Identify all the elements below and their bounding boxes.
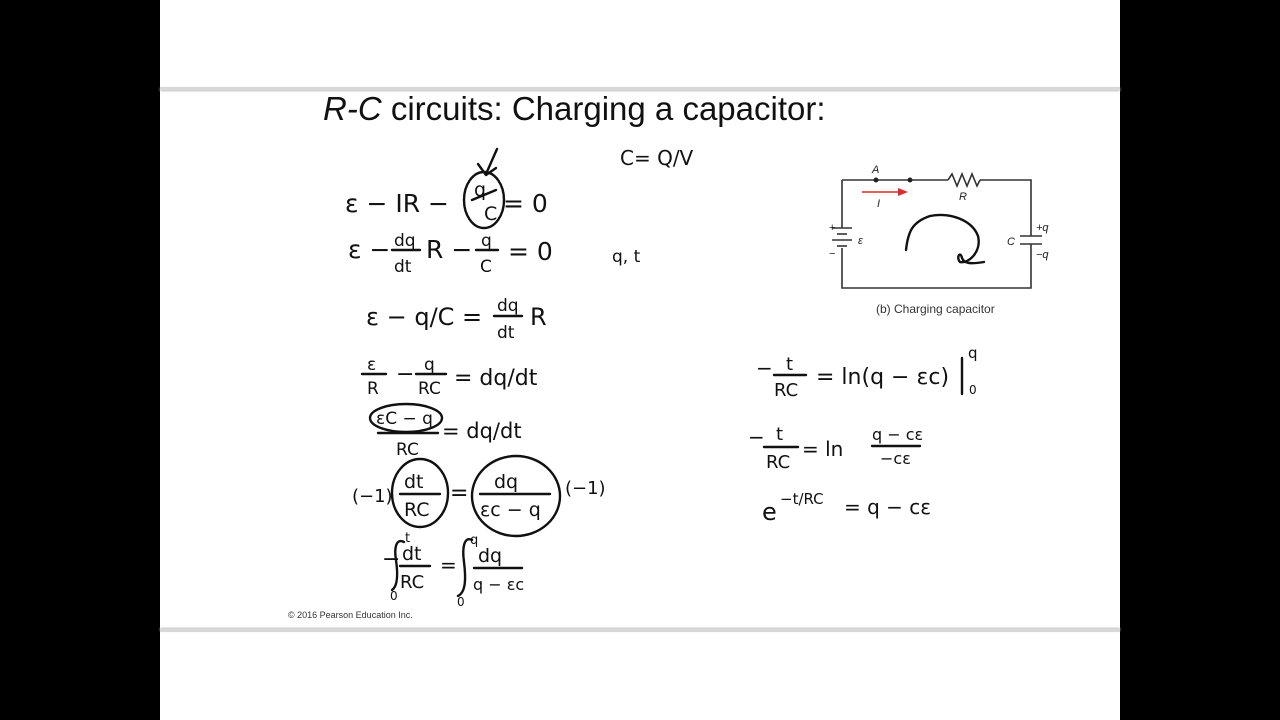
eq2-frac1-num: dq <box>394 231 416 251</box>
eq2-frac1-den: dt <box>394 257 412 277</box>
label-emf: ε <box>858 235 863 247</box>
copyright-notice: © 2016 Pearson Education Inc. <box>288 610 413 620</box>
eq7-frac1-den: RC <box>400 572 424 593</box>
r3-exponent: −t/RC <box>780 490 824 508</box>
eq7-lim2-lower: 0 <box>457 595 465 609</box>
label-minus: − <box>829 248 835 260</box>
eq6-eq: = <box>450 481 468 506</box>
eq2-mid: R − <box>426 235 472 264</box>
eq5-rhs: = dq/dt <box>442 419 522 443</box>
eq5-num: εC − q <box>376 409 433 429</box>
equation-5: εC − q RC = dq/dt <box>368 402 522 460</box>
equation-7: − t 0 dt RC = q 0 dq q − εc <box>382 531 524 609</box>
circuit-diagram: A R I ε C + − +q −q (b) Charging capacit… <box>829 164 1049 316</box>
current-arrow-head <box>898 188 908 196</box>
label-r: R <box>959 191 967 203</box>
eq7-integral-sign-2 <box>456 538 474 598</box>
eq4-minus: − <box>396 362 414 387</box>
eq1-lhs: ε − IR − <box>345 189 449 218</box>
eq4-frac2-num: q <box>424 355 435 375</box>
result-1: − t RC = ln(q − εc) q 0 <box>756 344 978 401</box>
slide-title: R-C circuits: Charging a capacitor: <box>323 90 963 128</box>
eq7-eq: = <box>440 553 457 577</box>
result-3: e −t/RC = q − cε <box>762 490 931 526</box>
handdrawn-curve-annotation <box>904 213 986 265</box>
switch-dot <box>907 177 913 183</box>
eq1-pointer-arrow <box>476 147 499 177</box>
eq4-rhs: = dq/dt <box>454 366 538 391</box>
eq6-frac1-den: RC <box>404 499 430 521</box>
eq6-frac2-den: εc − q <box>480 499 541 521</box>
r1-frac-den: RC <box>774 380 798 401</box>
r1-minus: − <box>756 356 773 380</box>
slide-canvas <box>160 0 1120 720</box>
equation-4: ε R − q RC = dq/dt <box>360 355 538 399</box>
eq7-frac2-num: dq <box>478 545 502 567</box>
circuit-wire-bottom <box>841 244 1032 289</box>
eq3-right: R <box>530 303 547 331</box>
eq6-circle-left <box>390 457 450 529</box>
eq1-rhs: = 0 <box>503 189 548 218</box>
equation-6: (−1) dt RC = dq εc − q (−1) <box>352 454 606 538</box>
eq6-circle-right <box>470 454 562 538</box>
eq2-rhs: = 0 <box>508 237 553 266</box>
slide-title-rest: circuits: Charging a capacitor: <box>381 90 826 127</box>
eq3-left: ε − q/C = <box>366 303 482 331</box>
eq7-lim1-upper: t <box>405 531 410 546</box>
eq4-frac1-num: ε <box>367 355 376 375</box>
slide-title-italic: R-C <box>323 90 382 127</box>
eq6-frac2-num: dq <box>494 471 518 493</box>
circuit-wire-top-right <box>980 179 1032 236</box>
r1-frac-num: t <box>786 354 793 375</box>
eq3-frac-den: dt <box>497 323 515 343</box>
eq2-frac2-num: q <box>481 231 492 251</box>
r1-rhs: = ln(q − εc) <box>816 365 949 390</box>
label-plus-q: +q <box>1036 222 1049 234</box>
eq2-left: ε − <box>348 235 390 264</box>
r1-upper: q <box>968 344 978 362</box>
label-minus-q: −q <box>1036 249 1049 261</box>
eq4-frac2-den: RC <box>418 379 441 399</box>
r3-base: e <box>762 498 777 526</box>
node-a-dot <box>873 177 879 183</box>
eq1-frac-slash <box>470 188 498 202</box>
side-note-variables: q, t <box>612 247 641 267</box>
label-i: I <box>877 198 880 210</box>
equation-3: ε − q/C = dq dt R <box>366 296 547 343</box>
eq6-right: (−1) <box>565 478 606 499</box>
equation-1: ε − IR − q C = 0 <box>345 147 548 230</box>
eq7-lim1-lower: 0 <box>390 589 398 603</box>
r2-frac2-den: −cε <box>880 449 911 468</box>
r2-minus: − <box>748 425 765 449</box>
slide-top-border <box>160 87 1120 90</box>
eq7-frac1-num: dt <box>402 543 422 565</box>
side-note-capacitance: C= Q/V <box>620 146 694 170</box>
label-c: C <box>1007 236 1015 248</box>
eq7-integral-sign-1 <box>390 539 406 592</box>
eq2-frac2-den: C <box>480 257 492 277</box>
r2-frac-den: RC <box>766 452 790 473</box>
r3-rhs: = q − cε <box>844 495 931 519</box>
eq1-frac-den: C <box>484 203 497 225</box>
r1-lower: 0 <box>969 383 977 397</box>
eq7-frac2-den: q − εc <box>473 575 524 594</box>
label-a: A <box>871 164 879 176</box>
eq7-lim2-upper: q <box>470 533 478 548</box>
eq6-frac1-num: dt <box>404 471 424 493</box>
r2-frac2-num: q − cε <box>872 425 923 444</box>
circuit-caption: (b) Charging capacitor <box>876 302 995 316</box>
result-2: − t RC = ln q − cε −cε <box>748 424 923 473</box>
eq5-den: RC <box>396 440 419 460</box>
resistor-symbol <box>947 171 981 189</box>
eq4-frac1-den: R <box>367 379 379 399</box>
slide-bottom-border <box>160 629 1120 632</box>
label-plus: + <box>829 222 835 234</box>
eq6-left: (−1) <box>352 486 393 507</box>
r2-frac-num: t <box>776 424 783 445</box>
eq3-frac-num: dq <box>497 296 519 316</box>
r2-mid: = ln <box>802 437 843 461</box>
equation-2: ε − dq dt R − q C = 0 <box>348 231 553 277</box>
